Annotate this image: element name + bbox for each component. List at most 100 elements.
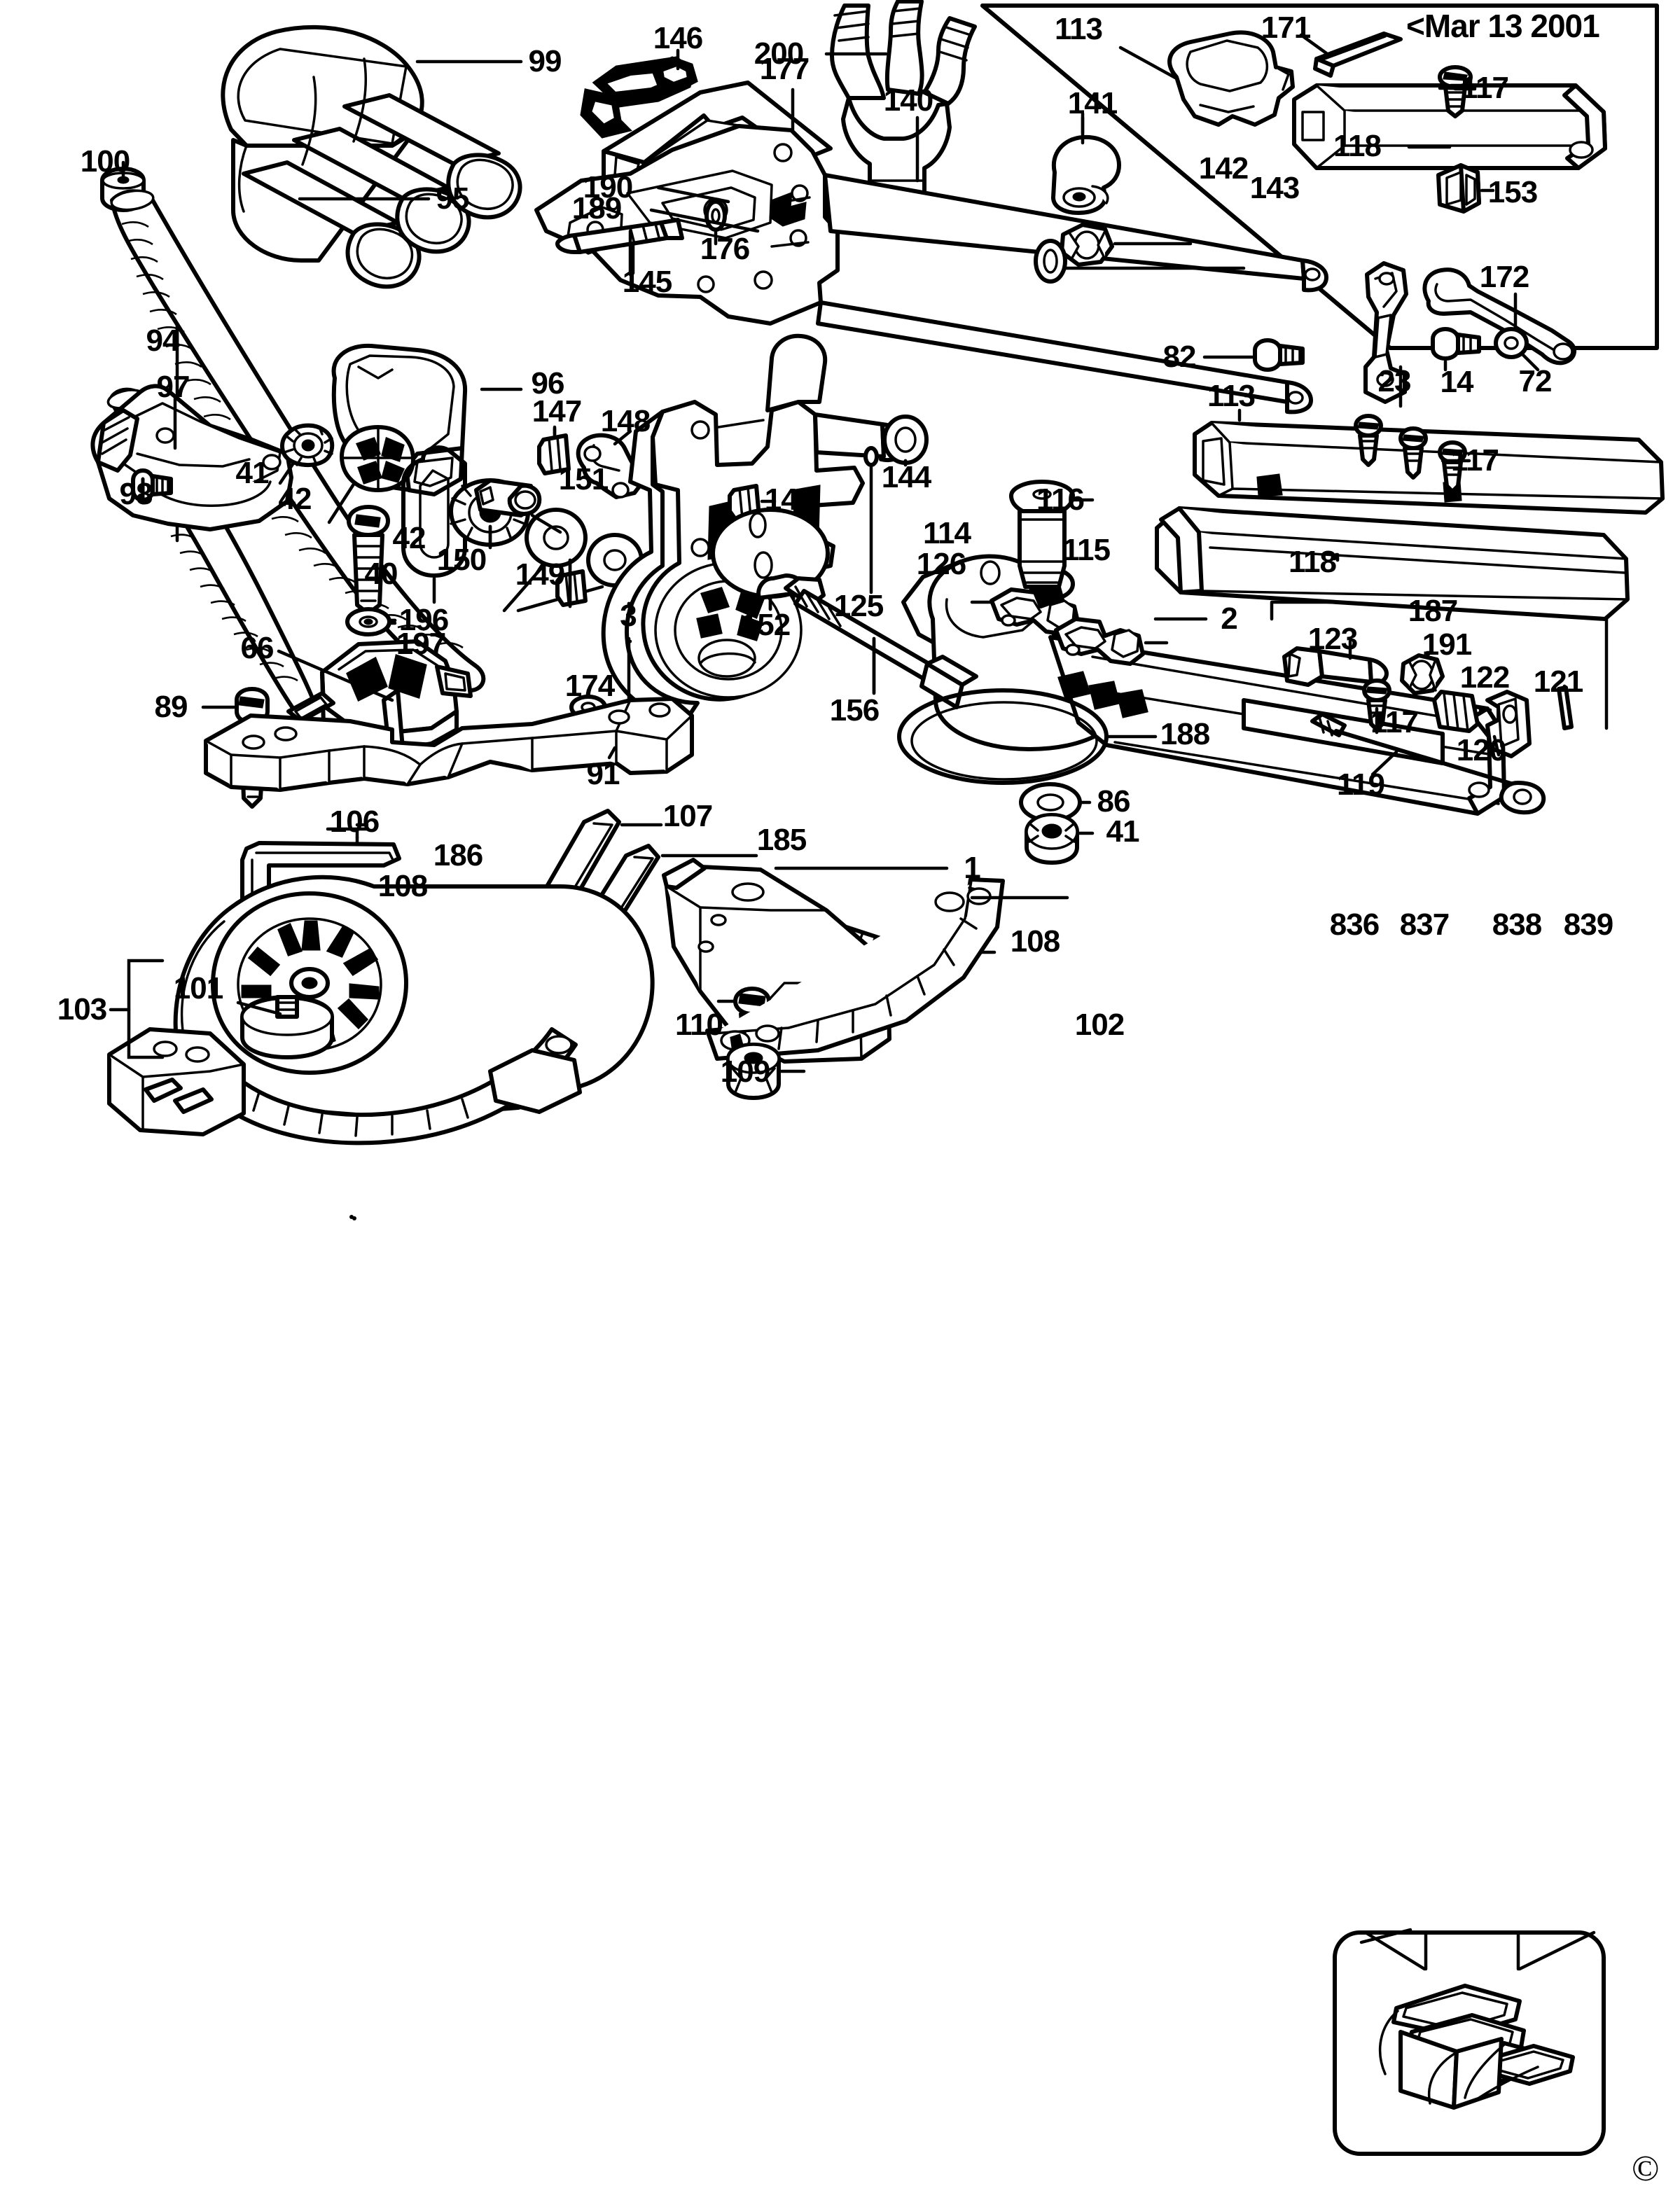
callout-number-148: 148 xyxy=(600,404,651,438)
callout-number-23: 23 xyxy=(1377,364,1412,398)
part-141-knob xyxy=(1051,111,1121,215)
part-143-washer xyxy=(1034,239,1246,284)
callout-number-115: 115 xyxy=(1062,533,1111,567)
callout-number-188: 188 xyxy=(1160,717,1210,751)
callout-number-196: 196 xyxy=(398,603,449,637)
callout-number-150: 150 xyxy=(436,543,487,577)
part-147-setscrew xyxy=(537,425,571,475)
part-171-key xyxy=(1299,32,1403,78)
callout-number-146: 146 xyxy=(653,21,703,55)
callout-number-107: 107 xyxy=(662,799,713,833)
part-117-screw-inset xyxy=(1438,65,1477,118)
callout-number-153: 153 xyxy=(1487,175,1538,209)
part-149-setscrew-b xyxy=(555,558,588,608)
part-41-nut-lower xyxy=(1025,813,1095,865)
callout-number-197: 197 xyxy=(396,627,446,661)
callout-number-151: 151 xyxy=(558,462,609,496)
part-91-fence xyxy=(204,697,694,792)
part-102-scale-plate xyxy=(705,877,1069,1061)
part-14-screw xyxy=(1431,327,1481,372)
part-72-washer xyxy=(1494,327,1540,372)
part-148-retainer xyxy=(576,429,645,499)
part-172-lever xyxy=(1422,267,1576,365)
callout-number-97: 97 xyxy=(156,370,190,404)
callout-number-101: 101 xyxy=(173,971,223,1005)
callout-number-144: 144 xyxy=(881,460,931,494)
callout-number-117: 117 xyxy=(1370,705,1419,739)
callout-number-838: 838 xyxy=(1492,907,1542,942)
callout-number-40: 40 xyxy=(364,557,398,591)
callout-number-91: 91 xyxy=(586,757,620,791)
callout-number-41: 41 xyxy=(1106,814,1140,849)
bracket-103 xyxy=(109,959,165,1059)
callout-number-125: 125 xyxy=(833,589,884,623)
callout-number-118: 118 xyxy=(1289,545,1337,579)
part-188-oring xyxy=(897,688,1158,785)
callout-number-171: 171 xyxy=(1261,11,1311,45)
callout-number-117: 117 xyxy=(1461,71,1509,105)
part-101-foot xyxy=(236,995,334,1059)
callout-number-41: 41 xyxy=(235,456,270,490)
callout-number-147: 147 xyxy=(532,394,582,429)
callout-number-172: 172 xyxy=(1479,260,1529,294)
callout-number-42: 42 xyxy=(278,482,312,516)
callout-number-94: 94 xyxy=(146,323,180,358)
callout-number-109: 109 xyxy=(720,1054,770,1089)
part-116-shoulder-bolt xyxy=(1009,480,1095,589)
callout-number-142: 142 xyxy=(1198,151,1249,186)
part-145-shaft xyxy=(555,218,684,277)
callout-number-837: 837 xyxy=(1399,907,1450,942)
callout-number-126: 126 xyxy=(916,547,966,581)
inset-panel-bottom-right xyxy=(1333,1928,1606,2156)
part-125-pin xyxy=(863,446,879,594)
callout-number-145: 145 xyxy=(622,265,672,299)
part-144-washer xyxy=(882,415,929,467)
callout-number-116: 116 xyxy=(1036,482,1085,517)
date-note: <Mar 13 2001 xyxy=(1406,8,1600,44)
callout-number-189: 189 xyxy=(571,191,622,225)
callout-number-3: 3 xyxy=(620,599,637,633)
callout-number-185: 185 xyxy=(756,823,807,857)
callout-number-114: 114 xyxy=(923,516,971,550)
part-109-nut xyxy=(726,1043,806,1100)
part-113-cover-top xyxy=(1118,30,1295,127)
callout-number-113: 113 xyxy=(1207,379,1256,413)
inset-panel-top-right xyxy=(980,4,1659,350)
callout-number-82: 82 xyxy=(1162,340,1197,374)
callout-number-149: 149 xyxy=(764,482,814,517)
callout-number-140: 140 xyxy=(883,83,933,118)
callout-number-113: 113 xyxy=(1055,12,1103,46)
callout-number-2: 2 xyxy=(1221,601,1238,636)
callout-number-118: 118 xyxy=(1333,129,1382,163)
callout-number-110: 110 xyxy=(675,1008,723,1042)
part-23-bracket xyxy=(1363,261,1408,408)
callout-number-102: 102 xyxy=(1074,1008,1125,1042)
callout-number-143: 143 xyxy=(1249,171,1300,205)
callout-number-120: 120 xyxy=(1456,733,1506,767)
callout-number-174: 174 xyxy=(564,669,615,703)
callout-number-72: 72 xyxy=(1518,364,1553,398)
callout-number-121: 121 xyxy=(1533,664,1583,699)
callout-number-99: 99 xyxy=(528,44,562,78)
callout-number-836: 836 xyxy=(1329,907,1380,942)
part-152-insert-plate xyxy=(711,508,830,611)
part-153-clip xyxy=(1436,163,1495,214)
callout-number-86: 86 xyxy=(1097,784,1131,819)
callout-number-106: 106 xyxy=(329,805,380,839)
part-156-bolt xyxy=(784,576,978,709)
part-142-nut xyxy=(1060,223,1193,267)
part-118-fence-mid xyxy=(1155,506,1630,621)
part-151-spacer-pin xyxy=(474,478,562,534)
callout-number-108: 108 xyxy=(1010,924,1060,959)
callout-number-187: 187 xyxy=(1408,594,1458,628)
callout-number-103: 103 xyxy=(57,992,107,1026)
callout-number-95: 95 xyxy=(436,181,470,216)
callout-number-119: 119 xyxy=(1337,767,1385,802)
part-82-screw xyxy=(1202,338,1305,372)
callout-number-122: 122 xyxy=(1459,660,1510,695)
part-119-rod xyxy=(1310,712,1546,815)
callout-number-100: 100 xyxy=(80,144,130,179)
callout-number-98: 98 xyxy=(119,477,153,511)
